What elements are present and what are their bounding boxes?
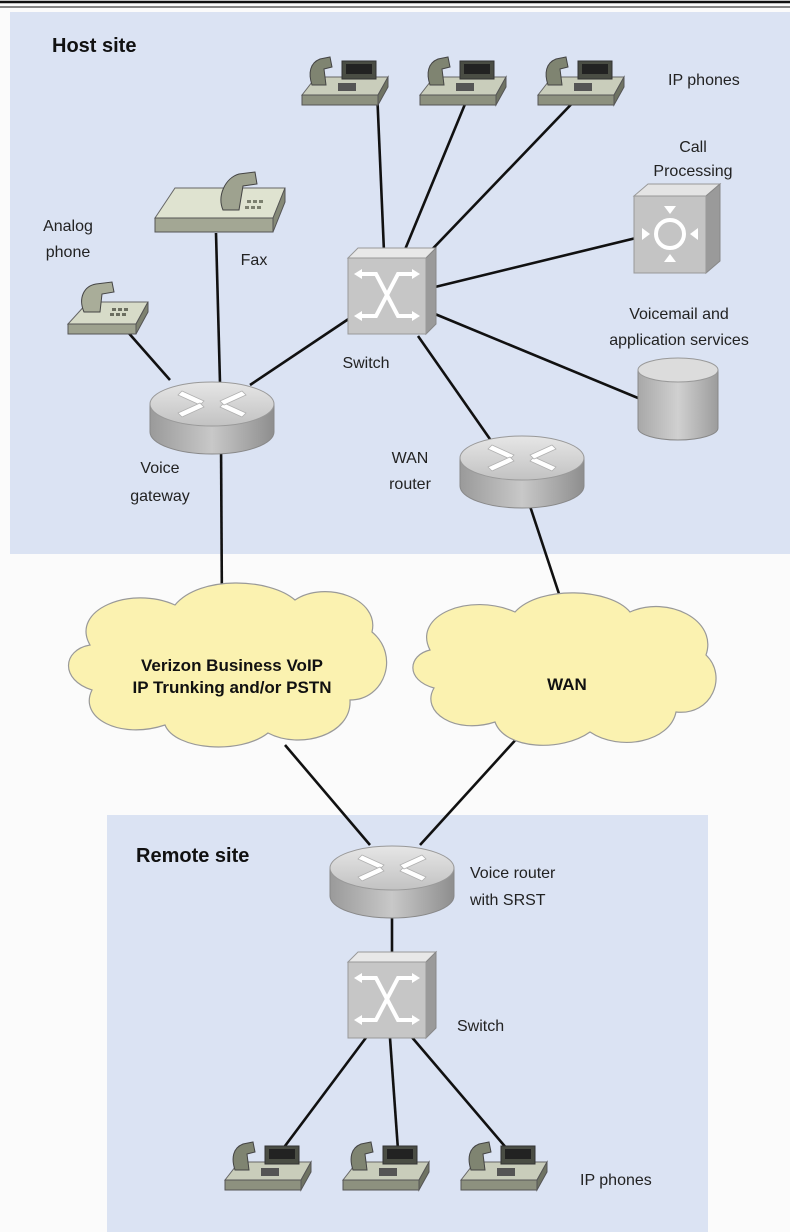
link-switch-phone3	[419, 91, 584, 263]
host-switch-icon	[346, 246, 438, 336]
ip-phones-top-label: IP phones	[668, 72, 740, 89]
ip-phone-icon-1	[301, 56, 389, 106]
link-switch-phone2	[402, 91, 472, 253]
link-remote-switch-phone2	[388, 1037, 400, 1151]
remote-ip-phone-icon-3	[460, 1141, 548, 1191]
link-switch-wanrouter	[416, 335, 494, 443]
wan-router-icon	[459, 435, 585, 509]
link-switch-callproc	[434, 236, 637, 289]
link-fax-gateway	[214, 232, 222, 384]
voice-gateway-router-icon	[149, 381, 275, 455]
wan-cloud-label: WAN	[547, 675, 587, 694]
remote-ip-phone-icon-2	[342, 1141, 430, 1191]
link-switch-gateway	[249, 316, 351, 387]
pstn-cloud: Verizon Business VoIP IP Trunking and/or…	[67, 582, 388, 748]
wan-router-label-1: WAN	[392, 450, 429, 467]
ip-phones-bottom-label: IP phones	[580, 1172, 652, 1189]
host-site-title: Host site	[52, 35, 136, 57]
analog-phone-label-1: Analog	[43, 218, 93, 235]
analog-phone-label-2: phone	[46, 244, 91, 261]
voicemail-label-2: application services	[609, 332, 749, 349]
fax-label: Fax	[241, 252, 268, 269]
call-processing-label-2: Processing	[653, 163, 732, 180]
voice-router-label-2: with SRST	[469, 892, 546, 909]
wan-router-label-2: router	[389, 476, 431, 493]
link-remote-switch-phone1	[280, 1034, 370, 1151]
remote-switch-icon	[346, 950, 438, 1040]
link-analog-gateway	[125, 329, 171, 381]
voice-gateway-label-1: Voice	[140, 460, 179, 477]
voicemail-server-icon	[637, 357, 719, 441]
link-switch-phone1	[375, 89, 386, 253]
wan-cloud: WAN	[412, 592, 717, 746]
ip-phone-icon-3	[537, 56, 625, 106]
link-remote-switch-phone3	[409, 1034, 509, 1151]
pstn-cloud-label-2: IP Trunking and/or PSTN	[133, 678, 332, 697]
links	[125, 89, 639, 1151]
remote-switch-label: Switch	[457, 1018, 504, 1035]
voice-router-label-1: Voice router	[470, 865, 556, 882]
call-processing-icon	[632, 182, 722, 275]
call-processing-label-1: Call	[679, 139, 707, 156]
remote-ip-phone-icon-1	[224, 1141, 312, 1191]
voice-router-srst-icon	[329, 845, 455, 919]
link-switch-voicemail	[434, 312, 639, 400]
pstn-cloud-label-1: Verizon Business VoIP	[141, 656, 323, 675]
voicemail-label-1: Voicemail and	[629, 306, 729, 323]
link-wan-voicerouter	[419, 734, 521, 846]
remote-site-title: Remote site	[136, 845, 249, 867]
ip-phone-icon-2	[419, 56, 507, 106]
link-pstn-voicerouter	[284, 744, 371, 846]
voice-gateway-label-2: gateway	[130, 488, 190, 505]
host-switch-label: Switch	[342, 355, 389, 372]
